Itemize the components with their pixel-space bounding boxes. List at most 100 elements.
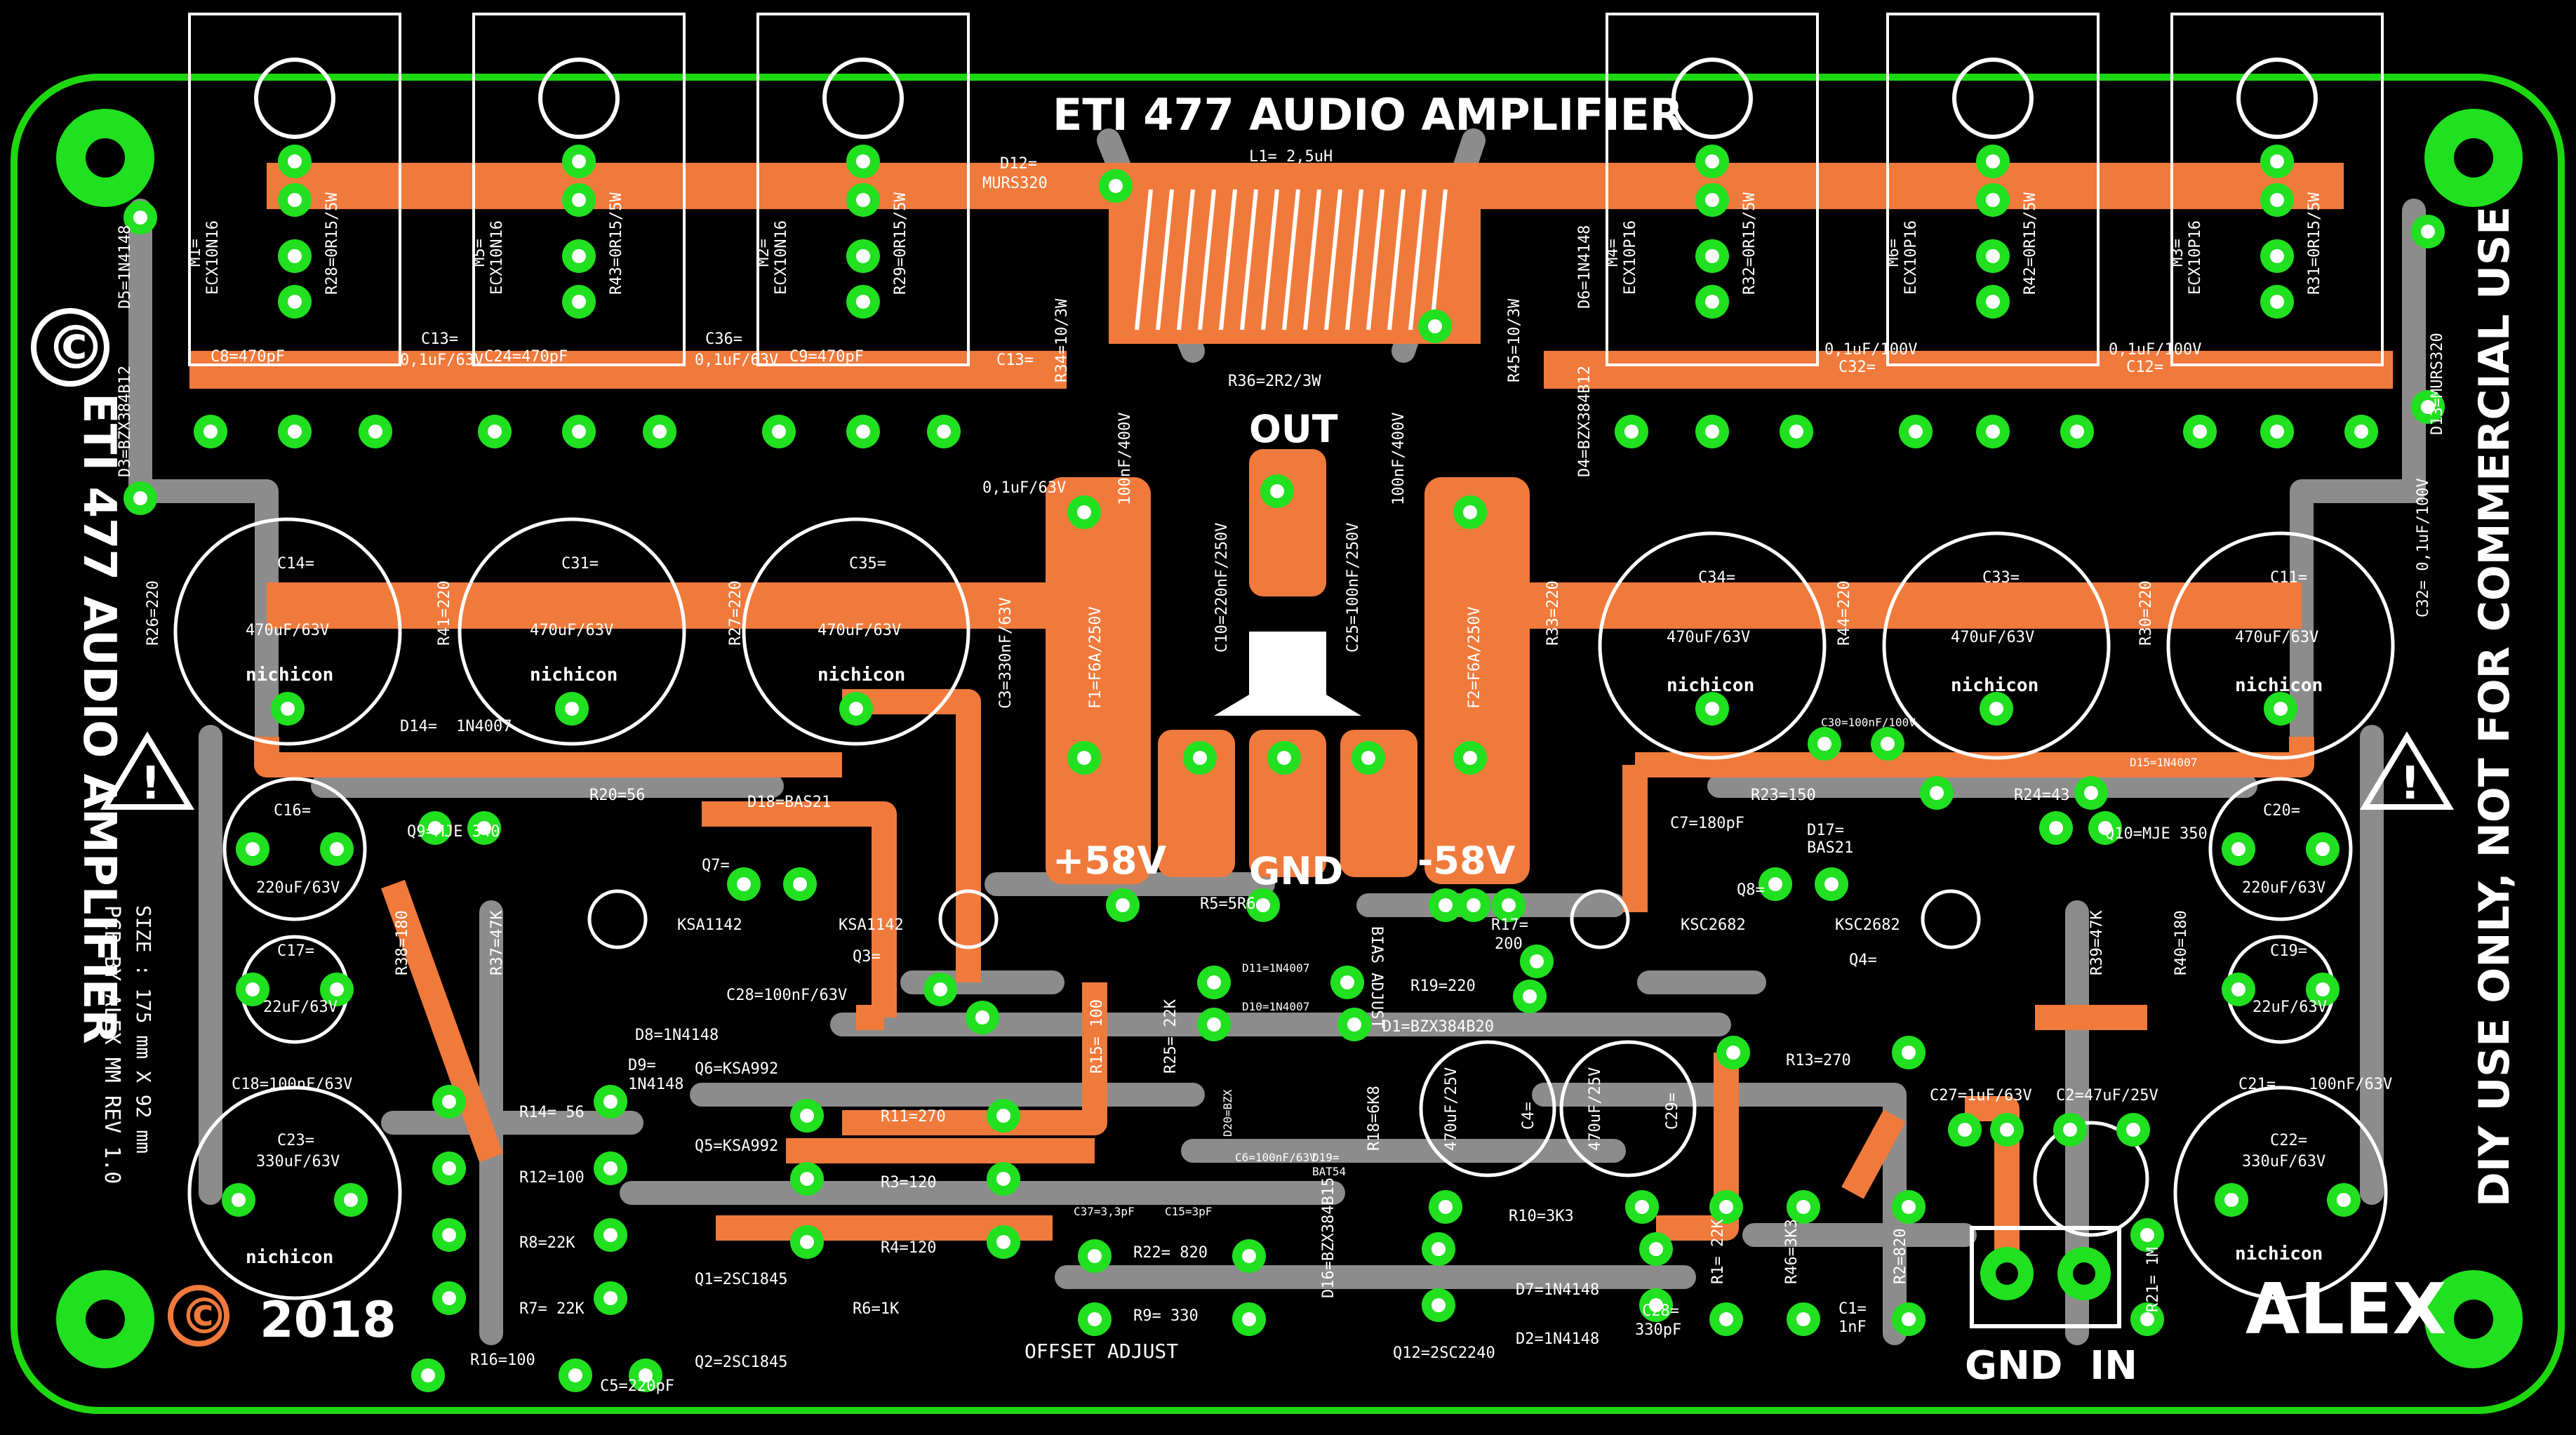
label-q12: Q12=2SC2240 [1393, 1344, 1495, 1362]
label-r32: R32=0R15/5W [1741, 192, 1759, 295]
pcb-pad-hole [1340, 975, 1354, 989]
pcb-pad-hole [937, 425, 951, 439]
mosfet-hole [1952, 58, 2034, 139]
pcb-pad-hole [232, 1193, 246, 1207]
label-r34: R34=10/3W [1053, 298, 1071, 382]
label-c470b: 470uF/25V [1587, 1067, 1604, 1151]
heatsink-left [587, 889, 648, 949]
cap-c35 [742, 517, 970, 746]
mount-hole-br-in [2454, 1300, 2493, 1339]
offset-adjust-label: OFFSET ADJUST [1025, 1340, 1178, 1363]
label-r44: R44=220 [1836, 580, 1853, 646]
pcb-pad-hole [1909, 425, 1923, 439]
label-d12b: MURS320 [982, 175, 1048, 192]
label-m5b: ECX10N16 [488, 220, 506, 295]
label-c15: C15=3pF [1165, 1205, 1212, 1218]
label-c19: C19= [2270, 942, 2307, 960]
pcb-pad-hole [603, 1161, 618, 1175]
label-m6b: ECX10P16 [1902, 220, 1920, 295]
label-r9: R9= 330 [1133, 1307, 1199, 1325]
mounting-holes [56, 109, 2523, 1368]
pcb-pad-hole [1649, 1298, 1663, 1312]
copper-gnd-pad-a [1158, 730, 1235, 877]
pcb-pad-hole [1649, 1242, 1663, 1256]
label-c22v: 330uF/63V [2242, 1153, 2325, 1170]
label-r37: R37=47K [488, 910, 506, 975]
mosfet-m3-outline [2170, 13, 2384, 366]
mosfet-m6-outline [1886, 13, 2100, 366]
label-c31: C31= [561, 555, 599, 573]
pcb-pad-hole [2070, 425, 2084, 439]
pcb-pad-hole [2421, 225, 2435, 239]
mosfet-m5-outline [472, 13, 686, 366]
copper-out-pad [1249, 449, 1326, 596]
label-c18: C18=100nF/63V [232, 1076, 352, 1093]
label-m3a: M3= [2169, 239, 2187, 267]
label-d13: D13=MURS320 [2429, 333, 2446, 435]
inductor-l1-coil [1135, 189, 1448, 331]
label-c20v: 220uF/63V [2242, 879, 2325, 897]
pcb-pad-hole [1705, 295, 1719, 309]
cap-c33 [1882, 531, 2111, 760]
label-ksa2: KSA1142 [839, 916, 904, 934]
pcb-pad-hole [288, 154, 302, 168]
pcb-pad-hole [246, 982, 260, 996]
pcb-pad-hole [1530, 954, 1544, 968]
pcb-pad-hole [1502, 898, 1516, 912]
label-r16: R16=100 [470, 1351, 535, 1369]
label-c3: C3=330nF/63V [997, 597, 1015, 709]
pcb-pad-hole [849, 702, 863, 716]
pcb-pad-hole [572, 154, 586, 168]
pcb-pad-hole [330, 842, 344, 856]
pcb-pad-hole [477, 821, 491, 835]
pcb-pad-hole [2270, 425, 2284, 439]
pcb-pad-hole [2193, 425, 2207, 439]
pcb-pad-hole [1705, 249, 1719, 263]
label-f2: F2=F6A/250V [1466, 606, 1483, 709]
label-d8: D8=1N4148 [635, 1027, 719, 1044]
label-d9b: 1N4148 [628, 1076, 683, 1093]
label-r33: R33=220 [1544, 580, 1562, 646]
label-r39: R39=47K [2088, 910, 2106, 975]
pcb-pad-hole [1902, 1312, 1916, 1326]
pcb-pad-hole [1986, 154, 2000, 168]
pcb-pad-hole [246, 842, 260, 856]
pcb-pad-hole [488, 425, 502, 439]
label-m4a: M4= [1604, 239, 1622, 267]
copper-upper-right [1544, 351, 2393, 389]
cap-c31 [458, 517, 686, 746]
speaker-symbol [1214, 632, 1361, 716]
label-c13d: 0,1uF/63V [982, 479, 1066, 497]
label-c31v: 470uF/63V [530, 622, 613, 639]
pcb-pad-hole [1207, 1017, 1221, 1032]
label-bias: BIAS ADJUST [1368, 926, 1385, 1029]
pcb-pad-hole [996, 1235, 1010, 1249]
label-r1: R1= 22K [1709, 1219, 1727, 1284]
heatsink-right [1921, 889, 1981, 949]
pcb-pad-hole [1463, 751, 1477, 765]
label-m5a: M5= [471, 239, 488, 267]
pcb-pad-hole [572, 249, 586, 263]
label-c13a: C13= [421, 331, 458, 348]
label-r25: R25= 22K [1162, 999, 1180, 1074]
pcb-pad-hole [1986, 295, 2000, 309]
label-c32a: C32= [1838, 359, 1876, 376]
label-c35v: 470uF/63V [817, 622, 901, 639]
label-r17b: 200 [1495, 935, 1523, 953]
label-c20: C20= [2263, 802, 2300, 820]
label-c7: C7=180pF [1670, 815, 1744, 832]
pcb-pad-hole [368, 425, 382, 439]
label-d2: D2=1N4148 [1516, 1330, 1599, 1348]
pcb-pad-hole [1902, 1046, 1916, 1060]
label-r12: R12=100 [519, 1169, 585, 1187]
pcb-pad-hole [1270, 484, 1284, 498]
label-r41: R41=220 [436, 580, 453, 646]
pcb-pad-hole [1347, 1017, 1361, 1032]
label-d11: D11=1N4007 [1242, 961, 1309, 975]
mosfet-m1-outline [188, 13, 401, 366]
cap-c22 [2173, 1086, 2388, 1300]
label-c37: C37=3,3pF [1074, 1205, 1135, 1218]
pcb-pad-hole [1463, 505, 1477, 519]
pcb-pad-hole [1624, 425, 1639, 439]
pcb-pad-hole [1428, 319, 1442, 333]
